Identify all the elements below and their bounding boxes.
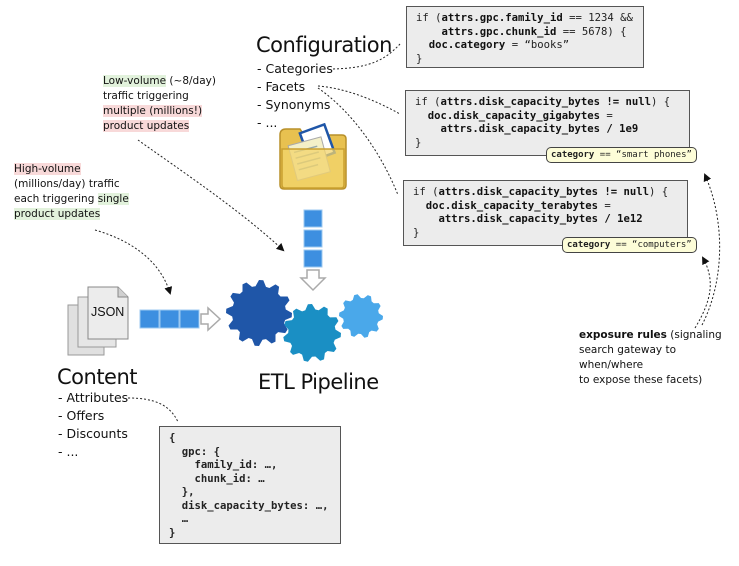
data-block: [303, 249, 323, 268]
high-volume-single: single: [97, 193, 129, 205]
content-title: Content: [57, 365, 138, 389]
low-volume-updates: product updates: [103, 120, 190, 132]
category-rule-code: if (attrs.gpc.family_id == 1234 && attrs…: [406, 6, 644, 68]
pipeline-title: ETL Pipeline: [258, 370, 379, 394]
high-volume-line2: (millions/day) traffic: [14, 178, 120, 190]
exposure-rules-note: exposure rules (signaling search gateway…: [579, 328, 739, 388]
data-block: [303, 209, 323, 228]
configuration-item-facets: - Facets: [257, 79, 306, 94]
code-line: },: [169, 486, 195, 498]
code-line: }: [169, 526, 176, 539]
code-line: gpc: {: [169, 445, 221, 458]
folder-icon: [279, 123, 347, 190]
connector-exposure-computers: [694, 256, 711, 329]
configuration-item-synonyms: - Synonyms: [257, 97, 331, 112]
data-block: [179, 309, 200, 329]
low-volume-highlight: Low-volume: [103, 75, 167, 87]
content-json-code: { gpc: { family_id: …, chunk_id: … }, di…: [159, 426, 341, 544]
content-item-more: - ...: [58, 444, 79, 459]
exposure-rules-line3: to expose these facets): [579, 374, 703, 386]
low-volume-note: Low-volume (~8/day) traffic triggering m…: [103, 74, 216, 134]
right-arrow-icon: [200, 306, 222, 332]
facet-gigabytes-code: if (attrs.disk_capacity_bytes != null) {…: [405, 90, 690, 156]
configuration-list: - Categories - Facets - Synonyms - ...: [257, 60, 333, 132]
connector-exposure-phones: [701, 173, 721, 326]
data-block: [159, 309, 180, 329]
configuration-title: Configuration: [256, 33, 392, 57]
high-volume-note: High-volume (millions/day) traffic each …: [14, 162, 129, 222]
connector-low-volume: [137, 139, 285, 252]
json-documents-icon: [67, 286, 129, 356]
high-volume-line3: each triggering: [14, 193, 98, 205]
code-line: {: [169, 432, 176, 444]
gear-medium-icon: [283, 304, 341, 362]
content-item-discounts: - Discounts: [58, 426, 128, 441]
exposure-rules-label: exposure rules: [579, 329, 667, 341]
code-line: family_id: …,: [169, 459, 278, 471]
connector-facets-gb: [317, 85, 401, 115]
down-arrow-icon: [299, 269, 327, 292]
code-line: …: [169, 513, 189, 525]
high-volume-updates: product updates: [14, 208, 101, 220]
content-item-attributes: - Attributes: [58, 390, 129, 405]
exposure-tag-smart-phones: category == “smart phones”: [546, 147, 697, 163]
low-volume-rate: (~8/day): [166, 75, 216, 87]
gear-large-icon: [226, 280, 292, 346]
high-volume-highlight: High-volume: [14, 163, 81, 175]
data-block: [303, 229, 323, 248]
content-item-offers: - Offers: [58, 408, 105, 423]
configuration-item-categories: - Categories: [257, 61, 333, 76]
connector-categories: [332, 43, 401, 70]
content-list: - Attributes - Offers - Discounts - ...: [58, 389, 128, 461]
json-label: JSON: [91, 305, 125, 319]
low-volume-multiple: multiple (millions!): [103, 105, 203, 117]
content-data-flow: [139, 306, 222, 332]
connector-facets-tb: [317, 87, 399, 196]
config-data-flow: [299, 209, 327, 292]
configuration-item-more: - ...: [257, 115, 278, 130]
data-block: [139, 309, 160, 329]
low-volume-line2: traffic triggering: [103, 90, 189, 102]
gears-icon: [226, 280, 383, 362]
exposure-tag-computers: category == “computers”: [562, 237, 697, 253]
facet-terabytes-code: if (attrs.disk_capacity_bytes != null) {…: [403, 180, 688, 246]
code-line: disk_capacity_bytes: …,: [169, 499, 329, 512]
exposure-rules-line1: (signaling: [666, 329, 722, 341]
connector-attributes: [127, 397, 179, 423]
code-line: chunk_id: …: [169, 472, 265, 485]
exposure-rules-line2: search gateway to when/where: [579, 344, 677, 371]
gear-small-icon: [339, 294, 383, 338]
connector-high-volume: [94, 229, 173, 295]
